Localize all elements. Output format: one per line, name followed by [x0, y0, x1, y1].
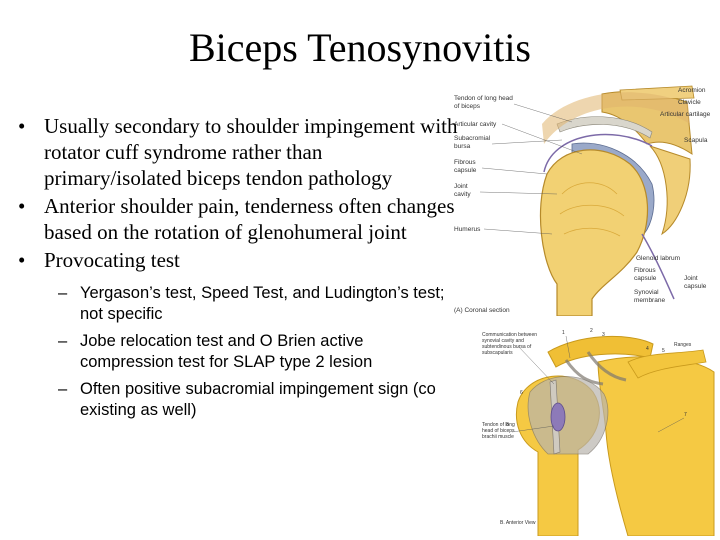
left-leader-lines — [479, 103, 583, 235]
number-7: 7 — [684, 412, 687, 418]
sub-bullet-item: – Jobe relocation test and O Brien activ… — [58, 331, 458, 373]
note-top-line-1: Communication between — [482, 332, 537, 338]
note-top-line-4: subscapularis — [482, 350, 513, 356]
figure-b-leaders — [511, 335, 685, 433]
deltoid-overlay — [542, 92, 690, 144]
ligament-lines — [564, 351, 627, 386]
number-1: 1 — [562, 330, 565, 336]
label-biceps-tendon: Tendon of long head — [454, 95, 513, 102]
note-left-line-2: head of biceps — [482, 428, 515, 434]
bullet-marker: • — [18, 114, 26, 138]
coronal-section-figure: Tendon of long head of biceps Articular … — [454, 85, 711, 316]
anterior-view-figure: 1 2 3 4 5 6 7 8 Communication between sy… — [482, 328, 715, 536]
label-clavicle: Clavicle — [678, 99, 701, 106]
sub-bullet-marker: – — [58, 284, 68, 302]
label-articular-cavity: Articular cavity — [454, 121, 497, 128]
bullet-list: • Usually secondary to shoulder impingem… — [18, 113, 458, 427]
figure-b-note-top: Communication between synovial cavity an… — [482, 332, 537, 356]
note-right: Ranges — [674, 342, 692, 348]
bullet-item: • Usually secondary to shoulder impingem… — [18, 113, 458, 191]
label-subacromial: Subacromial — [454, 135, 491, 142]
label-joint: Joint — [454, 183, 468, 190]
sub-bullet-item: – Often positive subacromial impingement… — [58, 379, 458, 421]
caption-coronal-section: (A) Coronal section — [454, 307, 510, 314]
label-fibrous-r: Fibrous — [634, 267, 656, 274]
number-4: 4 — [646, 346, 649, 352]
sub-bullet-text: Often positive subacromial impingement s… — [80, 380, 436, 419]
label-synovial: Synovial — [634, 289, 659, 296]
number-5: 5 — [662, 348, 665, 354]
acromion-shape — [547, 336, 654, 368]
capsule-shape — [527, 376, 609, 455]
slide-title: Biceps Tenosynovitis — [188, 25, 531, 70]
label-capsule-r: capsule — [634, 275, 657, 282]
note-left-line-1: Tendon of long — [482, 422, 515, 428]
scapula-body-shape — [597, 356, 715, 536]
note-top-line-2: synovial cavity and — [482, 338, 524, 344]
biceps-tendon-shape — [556, 116, 653, 139]
sub-bullet-text: Yergason’s test, Speed Test, and Ludingt… — [80, 284, 445, 323]
left-labels: Tendon of long head of biceps Articular … — [454, 95, 513, 233]
figure-b-numbers: 1 2 3 4 5 6 7 8 — [506, 328, 687, 428]
number-6: 6 — [520, 390, 523, 396]
sub-bullet-marker: – — [58, 380, 68, 398]
note-top-line-3: subtendinous bursa of — [482, 344, 532, 350]
sub-bullet-list: – Yergason’s test, Speed Test, and Ludin… — [58, 283, 458, 421]
bursa-shape — [550, 402, 566, 432]
coracoid-shape — [627, 349, 707, 379]
label-fibrous: Fibrous — [454, 159, 476, 166]
bullet-text: Usually secondary to shoulder impingemen… — [44, 114, 458, 190]
bone-texture — [559, 182, 625, 237]
number-3: 3 — [602, 332, 605, 338]
bullet-marker: • — [18, 194, 26, 218]
note-left-line-3: brachii muscle — [482, 434, 514, 440]
label-biceps-tendon-2: of biceps — [454, 103, 481, 110]
label-joint-r: Joint — [684, 275, 698, 282]
number-8: 8 — [506, 422, 509, 428]
label-capsule-r2: capsule — [684, 283, 707, 290]
bullet-text: Anterior shoulder pain, tenderness often… — [44, 194, 455, 244]
right-labels: Acromion Clavicle Articular cartilage Sc… — [634, 87, 711, 304]
bullet-item: • Anterior shoulder pain, tenderness oft… — [18, 193, 458, 245]
caption-anterior-view: B. Anterior View — [500, 520, 536, 526]
label-capsule: capsule — [454, 167, 477, 174]
label-scapula: Scapula — [684, 137, 708, 144]
label-membrane: membrane — [634, 297, 665, 304]
sub-bullet-text: Jobe relocation test and O Brien active … — [80, 332, 373, 371]
label-acromion: Acromion — [678, 87, 706, 94]
label-articular-cartilage: Articular cartilage — [660, 111, 711, 118]
glenoid-shape — [649, 145, 691, 236]
bullet-text: Provocating test — [44, 248, 180, 272]
capsule-outline — [543, 133, 675, 300]
sub-bullet-marker: – — [58, 332, 68, 350]
label-bursa: bursa — [454, 143, 471, 150]
humeral-head-shape — [539, 149, 649, 316]
label-humerus: Humerus — [454, 226, 481, 233]
label-cavity: cavity — [454, 191, 471, 198]
bullet-marker: • — [18, 248, 26, 272]
label-glenoid-labrum: Glenoid labrum — [636, 255, 680, 262]
bullet-item: • Provocating test — [18, 247, 458, 273]
sub-bullet-item: – Yergason’s test, Speed Test, and Ludin… — [58, 283, 458, 325]
figure-b-note-left: Tendon of long head of biceps brachii mu… — [482, 422, 515, 440]
number-2: 2 — [590, 328, 593, 334]
